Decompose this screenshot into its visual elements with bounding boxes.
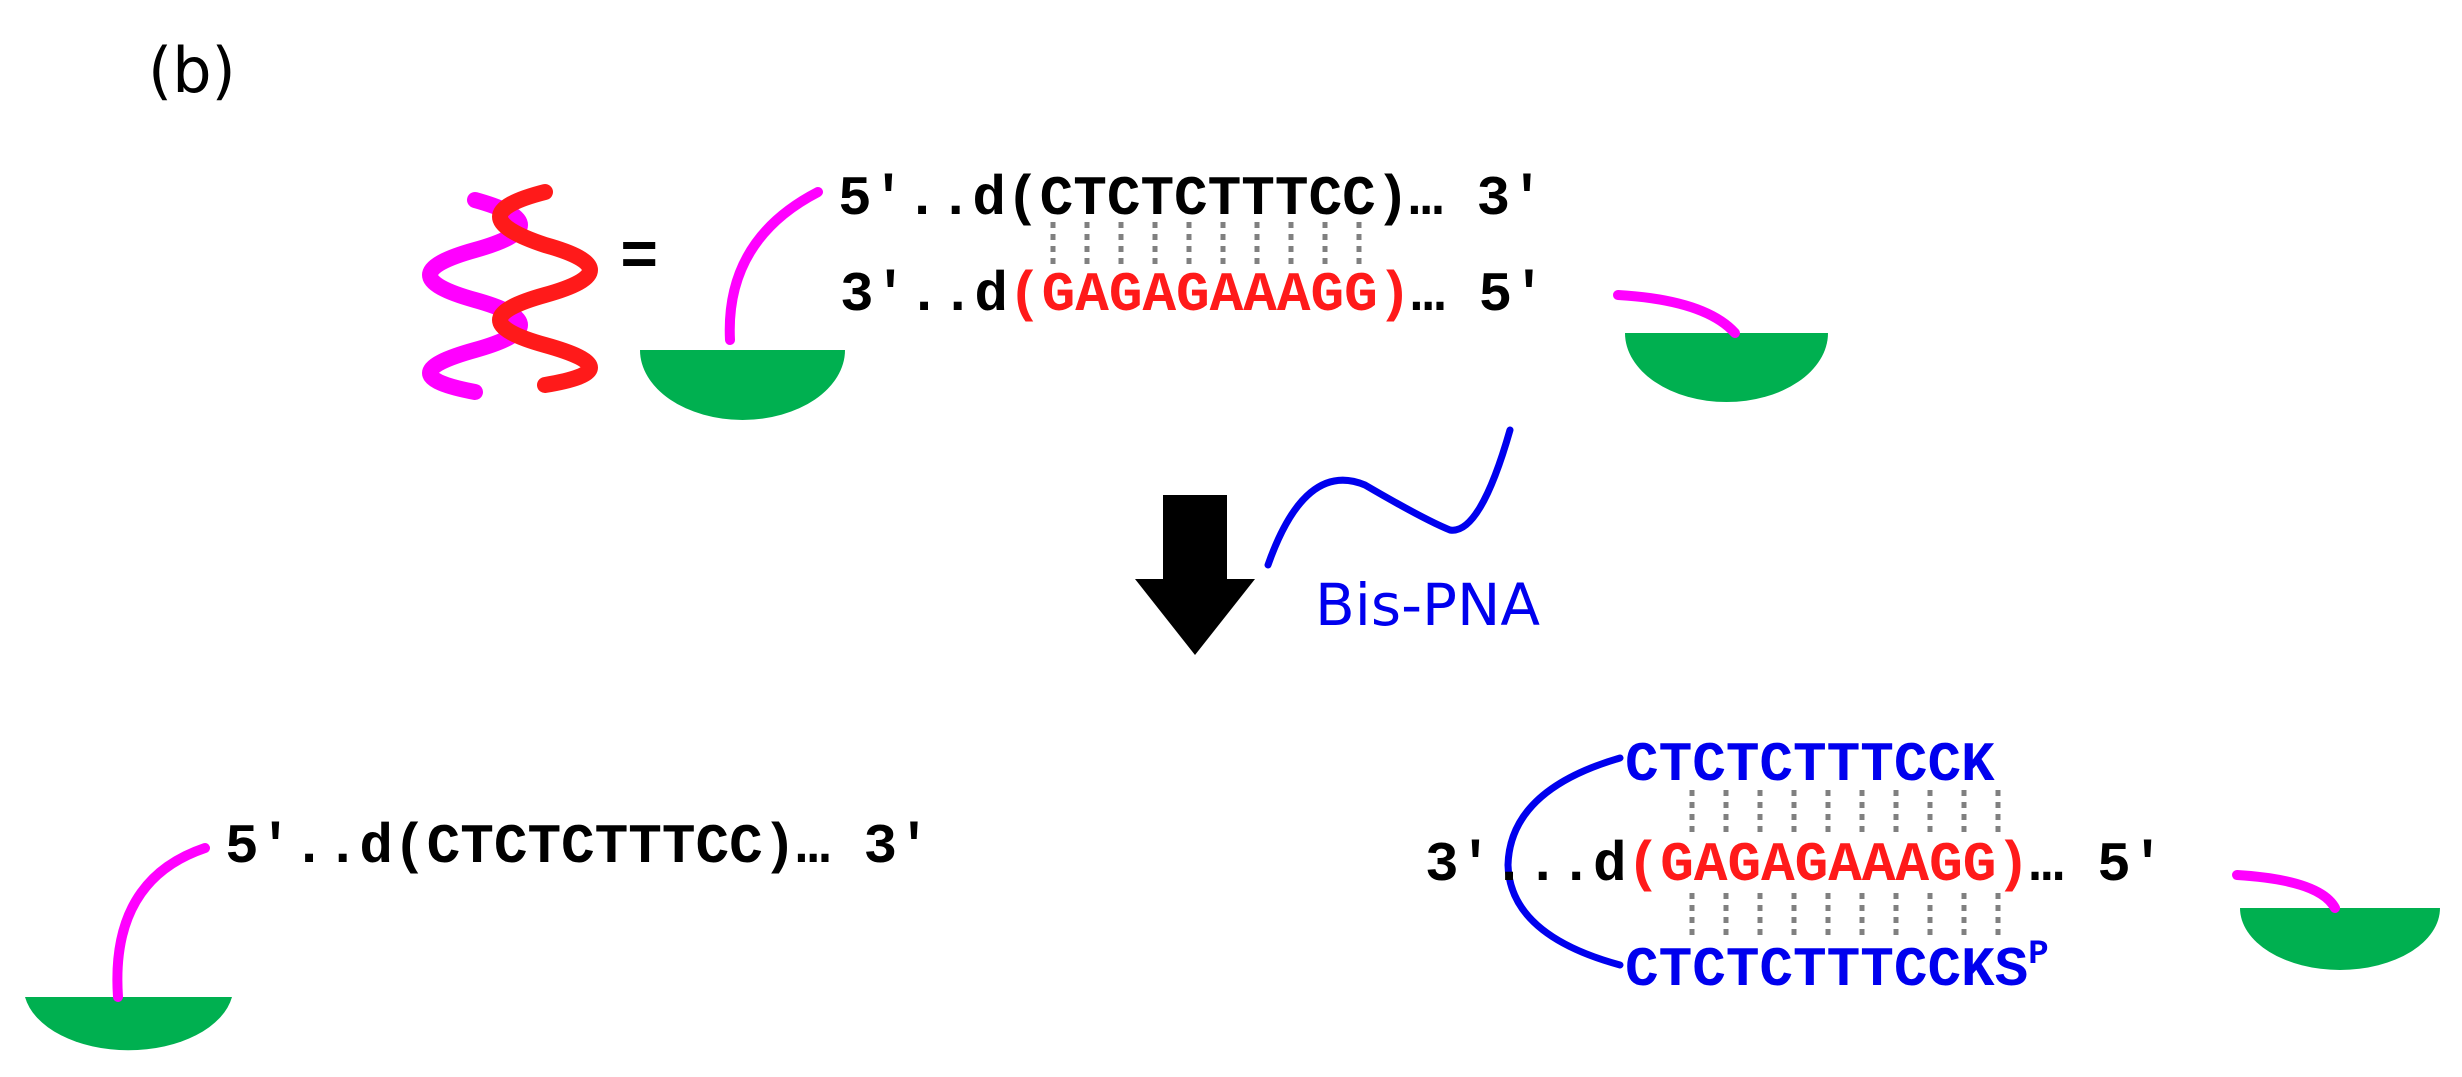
target-prefix: 3′...d xyxy=(1425,833,1627,897)
pna-lower-sup: P xyxy=(2028,936,2048,974)
solid-support-bead-icon xyxy=(1613,290,1828,403)
dna-double-helix-icon xyxy=(422,184,598,400)
top-lower-seq: (GAGAGAAAGG) xyxy=(1008,263,1411,327)
top-lower-strand: 3′..d(GAGAGAAAGG)… 5′ xyxy=(840,263,1546,327)
released-prefix: 5′..d xyxy=(225,815,393,879)
released-strand: 5′..d(CTCTCTTTCC)… 3′ xyxy=(225,815,931,879)
top-upper-strand: 5′..d(CTCTCTTTCC)… 3′ xyxy=(838,167,1544,231)
panel-label: (b) xyxy=(148,34,236,107)
down-arrow-icon xyxy=(1135,495,1255,655)
bis-pna-strand-icon xyxy=(1264,426,1514,569)
pna-lower-strand: CTCTCTTTCCKSP xyxy=(1625,936,2049,1002)
top-upper-prefix: 5′..d xyxy=(838,167,1006,231)
solid-support-bead-icon xyxy=(2232,870,2440,970)
solid-support-bead-icon xyxy=(640,187,845,420)
equals-sign: = xyxy=(620,223,658,295)
lower-watson-crick-pair-lines xyxy=(1689,893,2001,935)
pna-lower-seq: CTCTCTTTCCKS xyxy=(1625,938,2028,1002)
target-seq: (GAGAGAAAGG) xyxy=(1627,833,2030,897)
target-suffix: … 5′ xyxy=(2030,833,2164,897)
bis-pna-linker-curve xyxy=(1504,754,1624,969)
released-suffix: … 3′ xyxy=(796,815,930,879)
target-dna-strand: 3′...d(GAGAGAAAGG)… 5′ xyxy=(1425,833,2164,897)
reagent-label: Bis-PNA xyxy=(1315,571,1540,639)
top-lower-prefix: 3′..d xyxy=(840,263,1008,327)
top-lower-suffix: … 5′ xyxy=(1411,263,1545,327)
released-seq: (CTCTCTTTCC) xyxy=(393,815,796,879)
solid-support-bead-icon xyxy=(25,843,232,1051)
top-upper-seq: (CTCTCTTTCC) xyxy=(1006,167,1409,231)
pna-upper-strand: CTCTCTTTCCK xyxy=(1625,733,1995,797)
top-upper-suffix: … 3′ xyxy=(1409,167,1543,231)
